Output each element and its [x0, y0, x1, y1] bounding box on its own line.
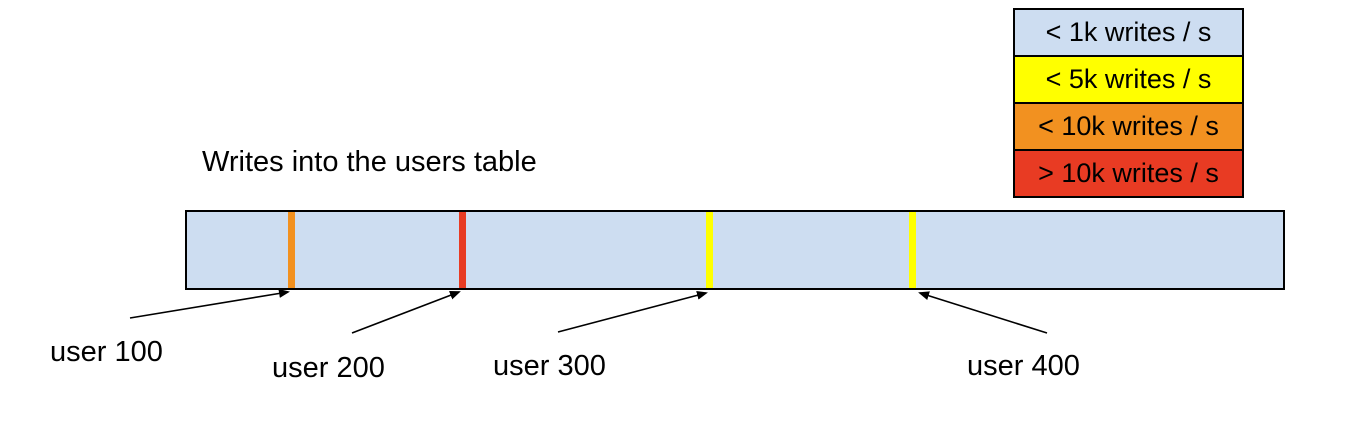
- user-label-400: user 400: [967, 350, 1080, 382]
- legend-item-under-5k: < 5k writes / s: [1015, 57, 1242, 104]
- arrow-user-400: [918, 291, 1048, 334]
- legend-item-over-10k: > 10k writes / s: [1015, 151, 1242, 196]
- write-hotspot-marker-user-200: [459, 212, 466, 288]
- legend-item-under-10k: < 10k writes / s: [1015, 104, 1242, 151]
- write-hotspot-marker-user-400: [909, 212, 916, 288]
- users-table-bar: [185, 210, 1285, 290]
- diagram-title: Writes into the users table: [202, 146, 537, 178]
- write-hotspot-marker-user-100: [288, 212, 295, 288]
- user-label-300: user 300: [493, 350, 606, 382]
- arrow-user-300: [557, 290, 708, 333]
- legend-item-under-1k: < 1k writes / s: [1015, 10, 1242, 57]
- user-label-100: user 100: [50, 336, 163, 368]
- arrow-user-200: [351, 291, 461, 334]
- write-hotspot-marker-user-300: [706, 212, 713, 288]
- write-rate-legend: < 1k writes / s < 5k writes / s < 10k wr…: [1013, 8, 1244, 198]
- arrow-user-100: [129, 289, 290, 319]
- user-label-200: user 200: [272, 352, 385, 384]
